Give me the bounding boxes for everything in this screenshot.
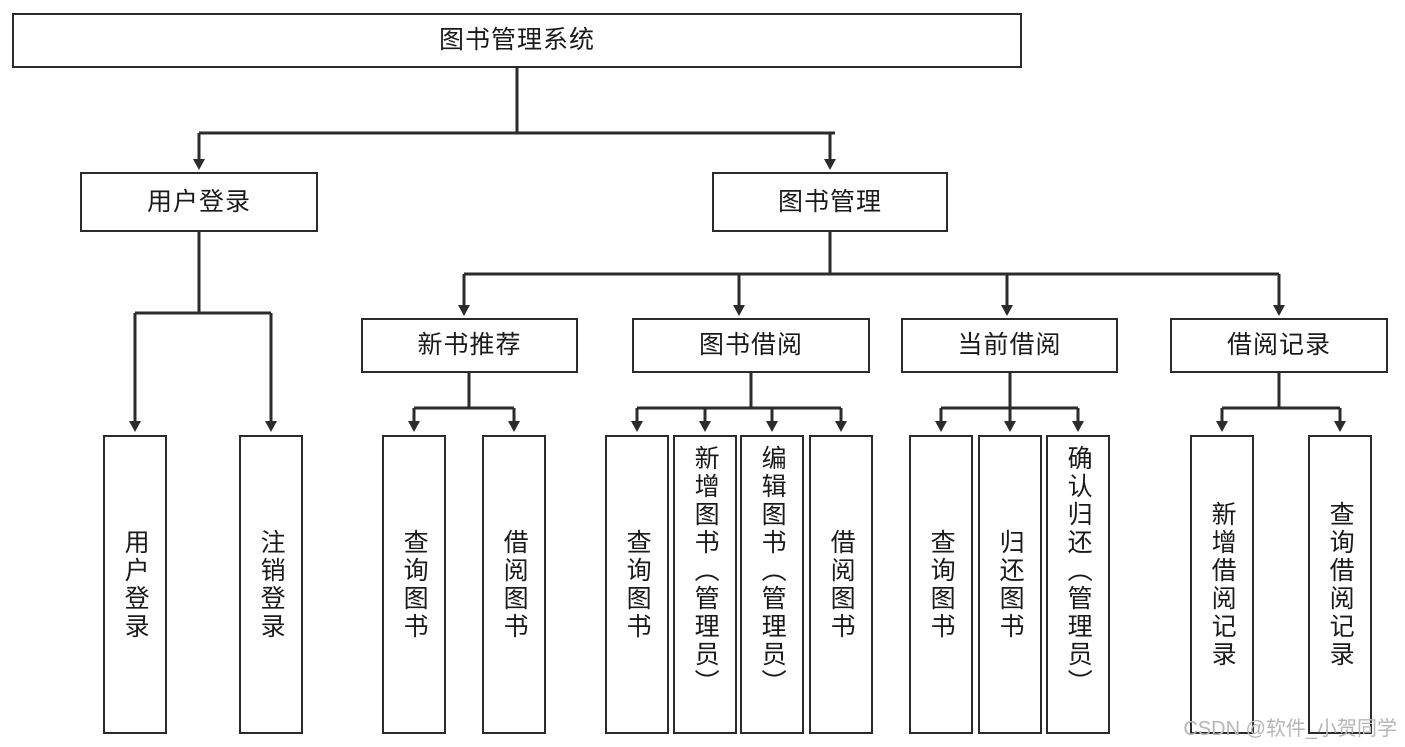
leaf-query-book-recommend[interactable]: 查询图书 xyxy=(382,435,446,734)
node-borrow-record[interactable]: 借阅记录 xyxy=(1170,318,1388,373)
node-user-login[interactable]: 用户登录 xyxy=(80,172,318,232)
leaf-label: 确认归还（管理员） xyxy=(1064,445,1093,697)
leaf-label: 借阅图书 xyxy=(827,528,856,641)
node-root-book-management-system[interactable]: 图书管理系统 xyxy=(12,13,1022,68)
leaf-label: 查询图书 xyxy=(400,528,429,641)
leaf-label: 用户登录 xyxy=(121,528,150,641)
leaf-borrow-book-recommend[interactable]: 借阅图书 xyxy=(482,435,546,734)
node-new-book-recommend[interactable]: 新书推荐 xyxy=(361,318,578,373)
leaf-query-book-current[interactable]: 查询图书 xyxy=(909,435,973,734)
node-current-borrow[interactable]: 当前借阅 xyxy=(901,318,1118,373)
leaf-label: 查询图书 xyxy=(623,528,652,641)
leaf-query-borrow-record[interactable]: 查询借阅记录 xyxy=(1308,435,1372,734)
leaf-return-book[interactable]: 归还图书 xyxy=(978,435,1042,734)
leaf-label: 归还图书 xyxy=(996,528,1025,641)
leaf-add-borrow-record[interactable]: 新增借阅记录 xyxy=(1190,435,1254,734)
leaf-borrow-book[interactable]: 借阅图书 xyxy=(809,435,873,734)
node-book-borrow[interactable]: 图书借阅 xyxy=(632,318,870,373)
leaf-user-login[interactable]: 用户登录 xyxy=(103,435,167,734)
leaf-label: 新增借阅记录 xyxy=(1208,500,1237,669)
leaf-label: 编辑图书（管理员） xyxy=(758,445,787,697)
leaf-label: 查询借阅记录 xyxy=(1326,500,1355,669)
leaf-label: 注销登录 xyxy=(257,528,286,641)
leaf-label: 借阅图书 xyxy=(500,528,529,641)
leaf-label: 查询图书 xyxy=(927,528,956,641)
leaf-add-book-admin[interactable]: 新增图书（管理员） xyxy=(673,435,737,734)
leaf-confirm-return-admin[interactable]: 确认归还（管理员） xyxy=(1046,435,1110,734)
watermark: CSDN @软件_小贺同学 xyxy=(1183,718,1397,740)
leaf-edit-book-admin[interactable]: 编辑图书（管理员） xyxy=(740,435,804,734)
leaf-query-book-borrow[interactable]: 查询图书 xyxy=(605,435,669,734)
leaf-logout[interactable]: 注销登录 xyxy=(239,435,303,734)
leaf-label: 新增图书（管理员） xyxy=(691,445,720,697)
node-book-management[interactable]: 图书管理 xyxy=(712,172,948,232)
